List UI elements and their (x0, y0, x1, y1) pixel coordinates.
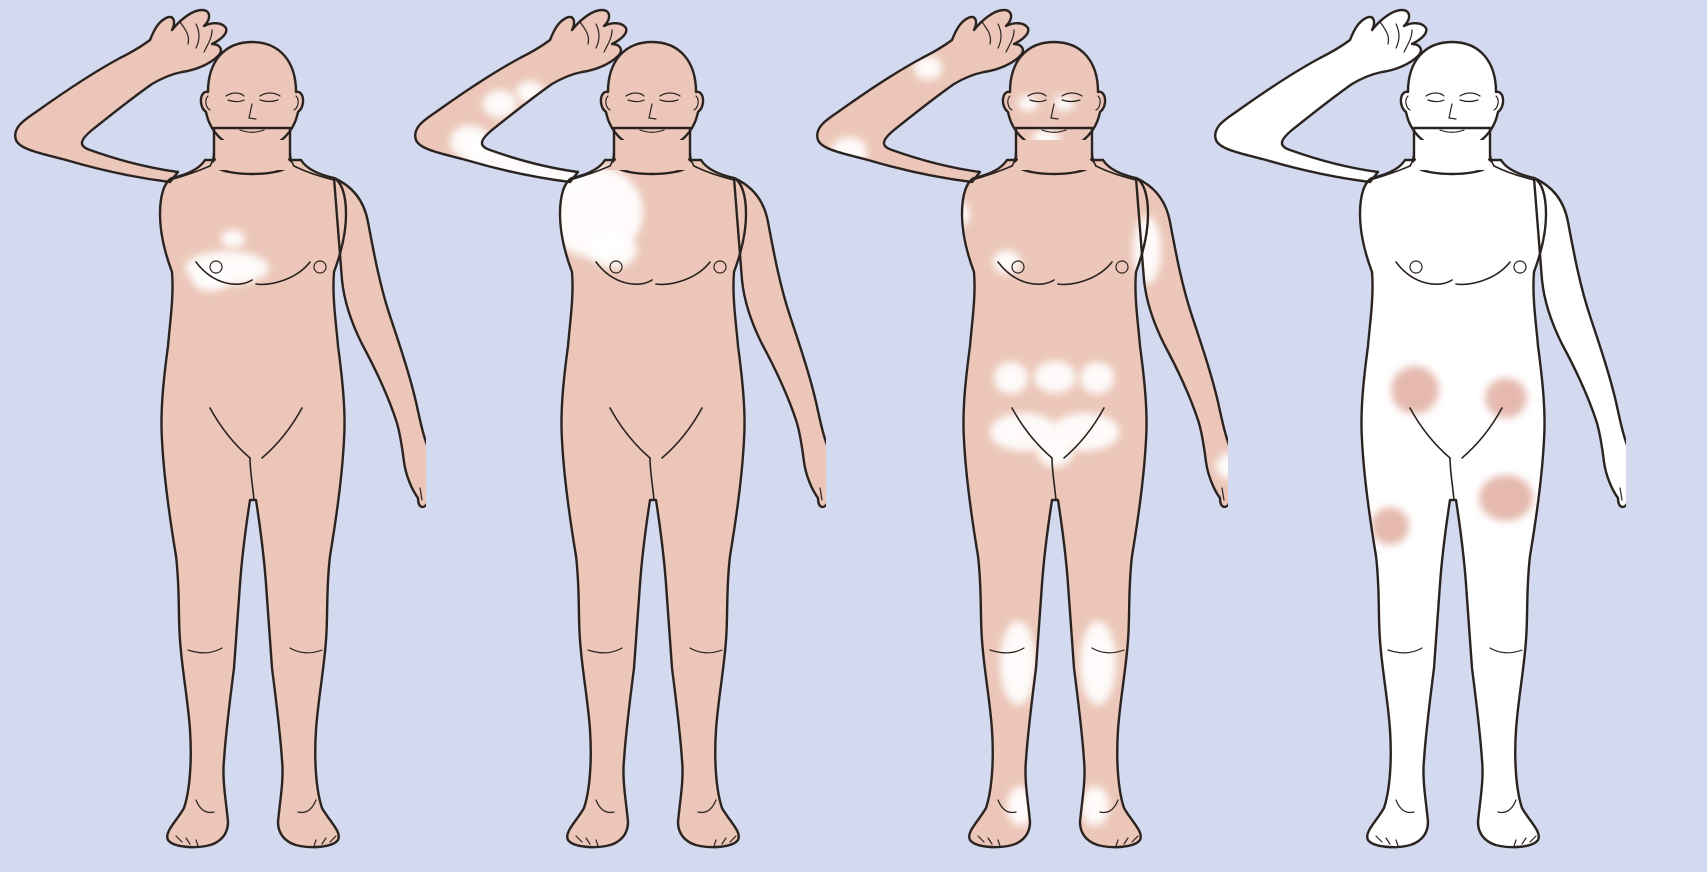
body-figure-3 (802, 0, 1228, 872)
body-figure-svg (1200, 0, 1626, 872)
skin-patch (1034, 361, 1076, 393)
body-figure-2 (400, 0, 826, 872)
skin-patch (1391, 366, 1439, 414)
skin-patch (1054, 95, 1074, 111)
body-figure-svg (0, 0, 426, 872)
body-silhouette (15, 10, 426, 847)
body-figure-svg (802, 0, 1228, 872)
skin-patch (1371, 507, 1409, 545)
skin-patch (1479, 475, 1533, 521)
body-figure-1 (0, 0, 426, 872)
torso (560, 160, 746, 847)
skin-patch (1080, 362, 1114, 394)
skin-patch (1485, 378, 1527, 418)
skin-patch (466, 134, 538, 186)
skin-patch (1037, 437, 1073, 467)
skin-patch (994, 362, 1028, 394)
lowered-arm (1534, 178, 1626, 509)
skin-patch (1081, 786, 1109, 826)
skin-patch (1000, 621, 1036, 705)
skin-patch (1018, 95, 1038, 111)
torso (962, 160, 1148, 847)
skin-patch (221, 230, 245, 248)
body-figure-4 (1200, 0, 1626, 872)
skin-patch (1080, 621, 1116, 705)
body-silhouette (1215, 10, 1626, 847)
skin-patch (934, 200, 970, 228)
skin-patch (192, 269, 228, 291)
body-figure-svg (400, 0, 826, 872)
